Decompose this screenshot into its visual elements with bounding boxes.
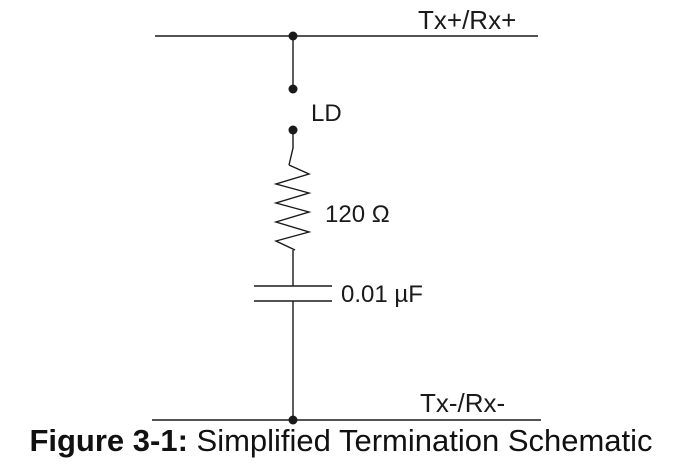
figure-caption: Figure 3-1: Simplified Termination Schem…: [0, 423, 682, 459]
resistor-top-lead: [288, 147, 294, 166]
jumper-terminal-upper: [288, 84, 298, 94]
bottom-junction-dot: [288, 415, 298, 425]
jumper-label: LD: [311, 100, 342, 127]
figure-number: Figure 3-1:: [29, 423, 188, 458]
resistor-symbol: [273, 164, 312, 251]
capacitor-label: 0.01 µF: [341, 281, 423, 308]
top-rail-label: Tx+/Rx+: [418, 5, 516, 35]
bottom-rail-label: Tx-/Rx-: [420, 388, 505, 418]
resistor-label: 120 Ω: [325, 201, 390, 228]
figure-title: Simplified Termination Schematic: [196, 423, 653, 458]
